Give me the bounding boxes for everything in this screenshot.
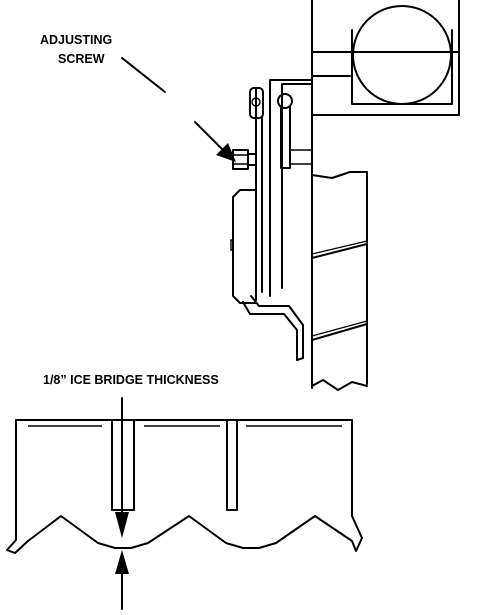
- ice-bridge-thickness-label: 1/8” ICE BRIDGE THICKNESS: [43, 373, 219, 387]
- pivot-pin: [277, 93, 293, 109]
- adjusting-screw-label-line2: SCREW: [58, 52, 105, 66]
- water-tube: [352, 5, 452, 105]
- adjusting-screw-arrow: [194, 121, 236, 162]
- adjusting-screw: [232, 149, 257, 170]
- probe-housing: [232, 189, 257, 304]
- ice-cube-section: [6, 419, 363, 554]
- adjusting-screw-leader: [121, 57, 166, 93]
- evaporator-assembly: [230, 0, 460, 391]
- ice-bridge-bottom-arrow: [115, 550, 129, 610]
- adjusting-screw-label-line1: ADJUSTING: [40, 33, 112, 47]
- ice-bridge-top-arrow: [115, 397, 129, 538]
- ice-thickness-probe: [242, 301, 298, 361]
